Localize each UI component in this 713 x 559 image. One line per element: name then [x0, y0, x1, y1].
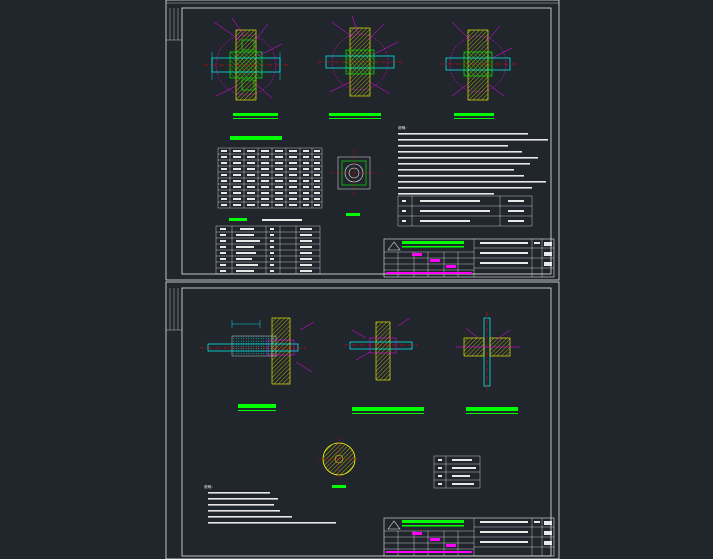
- legend-table-1-cells: [402, 200, 524, 222]
- binding-margin-2: [166, 288, 182, 331]
- drawing-sheet-1: [165, 0, 560, 281]
- pipe-cross-section: [318, 438, 360, 488]
- title-block-1: [383, 238, 555, 278]
- detail-c-drawing: [440, 21, 518, 119]
- legend-table-2-cells: [438, 459, 476, 485]
- detail-a-drawing: [204, 17, 290, 119]
- section-view-3: [456, 312, 520, 414]
- legend-table-1: [397, 195, 533, 227]
- table-title-bar-1: [230, 136, 282, 140]
- company-logo-icon: [387, 241, 401, 251]
- table-title-bar-2: [229, 218, 247, 221]
- dimension-table-1: [217, 147, 323, 209]
- notes-heading-1: 说明：: [398, 126, 409, 130]
- material-table-1: [215, 225, 321, 275]
- drawing-sheet-2: [165, 281, 560, 559]
- title-block-2: [383, 517, 555, 557]
- notes-block-2-lines: [208, 492, 336, 524]
- detail-b-drawing: [318, 15, 402, 119]
- notes-block-1-lines: [398, 133, 548, 195]
- material-table-1-cells: [220, 228, 312, 272]
- flange-plan-view: [330, 150, 378, 216]
- section-view-2: [344, 317, 424, 414]
- legend-table-2: [433, 455, 481, 489]
- section-view-1: [200, 317, 315, 411]
- dimension-table-1-cells: [221, 150, 320, 206]
- binding-margin-1: [166, 8, 182, 41]
- company-logo-icon: [387, 520, 401, 530]
- notes-heading-2: 说明：: [204, 485, 215, 489]
